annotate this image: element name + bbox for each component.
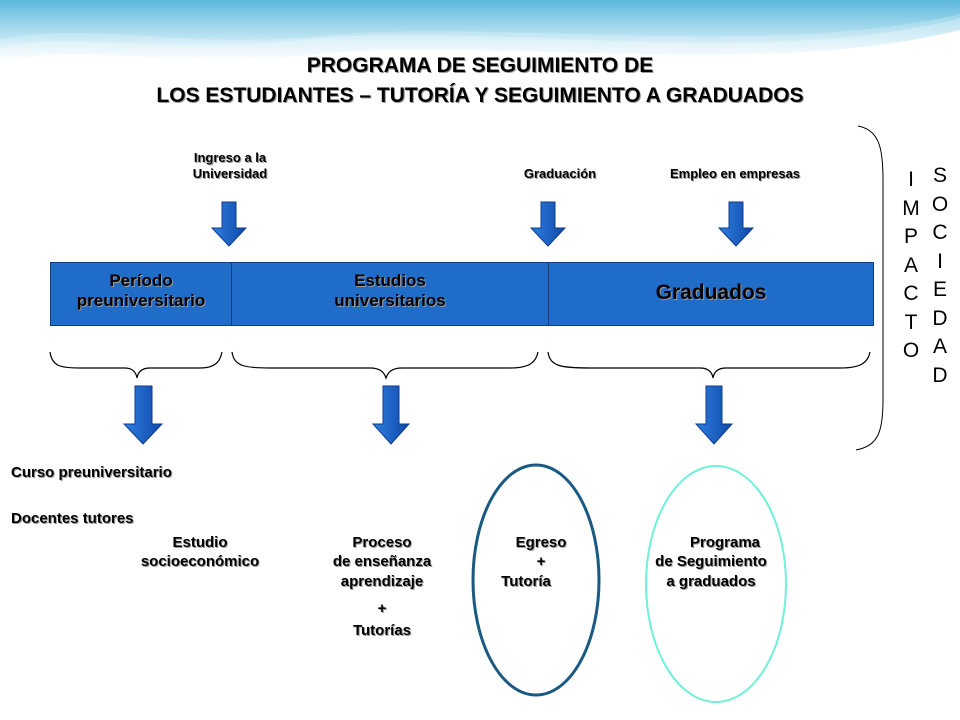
arrow-down-icon	[694, 385, 734, 445]
outcome-curso: Curso preuniversitario	[11, 464, 172, 481]
side-bracket	[855, 125, 884, 451]
stage-estudios-line1: Estudios	[354, 271, 426, 290]
stage-estudios-line2: universitarios	[334, 291, 446, 310]
outcome-egreso-line3: Tutoría	[501, 573, 551, 590]
stage-preuniversitario: Período preuniversitario	[50, 262, 232, 326]
side-letter: A	[903, 253, 918, 277]
side-letter: A	[932, 335, 947, 358]
outcome-programa-line3: a graduados	[666, 573, 756, 590]
side-letter: S	[932, 164, 947, 187]
brace-estudios	[231, 351, 539, 380]
page-title-line1: PROGRAMA DE SEGUIMIENTO DE	[306, 54, 654, 77]
side-letter: T	[904, 310, 918, 334]
milestone-ingreso-line2: Universidad	[192, 166, 268, 181]
side-letter: O	[931, 192, 949, 216]
milestone-ingreso-line1: Ingreso a la	[193, 150, 267, 165]
arrow-down-icon	[717, 201, 755, 247]
side-letter: E	[932, 278, 947, 301]
side-letter: C	[903, 282, 919, 305]
side-letter: P	[903, 225, 918, 248]
ellipse-egreso	[471, 463, 601, 697]
milestone-graduacion: Graduación	[523, 166, 597, 181]
side-letter: D	[932, 363, 948, 387]
side-letter: M	[902, 196, 920, 220]
side-letter: O	[902, 339, 920, 362]
outcome-proceso-line5: Tutorías	[352, 622, 412, 639]
outcome-estudio-line2: socioeconómico	[140, 553, 260, 570]
outcome-egreso-line2: +	[536, 553, 546, 570]
page-title-line2: LOS ESTUDIANTES – TUTORÍA Y SEGUIMIENTO …	[156, 84, 804, 107]
milestone-empleo: Empleo en empresas	[669, 166, 801, 181]
side-letter: I	[908, 168, 914, 191]
arrow-down-icon	[529, 201, 567, 247]
stage-estudios: Estudios universitarios	[231, 262, 549, 326]
outcome-proceso-line2: de enseñanza	[332, 553, 432, 570]
outcome-proceso-line3: aprendizaje	[340, 573, 424, 590]
outcome-programa-line1: Programa	[689, 534, 761, 551]
outcome-egreso-line1: Egreso	[515, 534, 567, 551]
stage-preuniversitario-line1: Período	[109, 271, 173, 290]
arrow-down-icon	[371, 385, 411, 445]
header-wave	[0, 0, 960, 48]
brace-graduados	[547, 351, 871, 379]
outcome-docentes: Docentes tutores	[11, 510, 134, 527]
outcome-estudio-line1: Estudio	[172, 534, 228, 551]
brace-preuniversitario	[49, 351, 223, 379]
header-wave-light	[0, 14, 960, 62]
outcome-proceso-line4: +	[377, 600, 387, 617]
side-letter: C	[932, 221, 948, 244]
stage-preuniversitario-line2: preuniversitario	[76, 291, 206, 310]
side-letter: D	[932, 306, 948, 330]
arrow-down-icon	[122, 385, 164, 445]
outcome-programa-line2: de Seguimiento	[655, 553, 767, 570]
stage-graduados: Graduados	[548, 262, 874, 326]
stage-graduados-label: Graduados	[655, 281, 767, 304]
side-letter: I	[937, 249, 943, 273]
ellipse-programa	[645, 465, 787, 703]
outcome-proceso-line1: Proceso	[352, 534, 412, 551]
arrow-down-icon	[210, 201, 248, 247]
